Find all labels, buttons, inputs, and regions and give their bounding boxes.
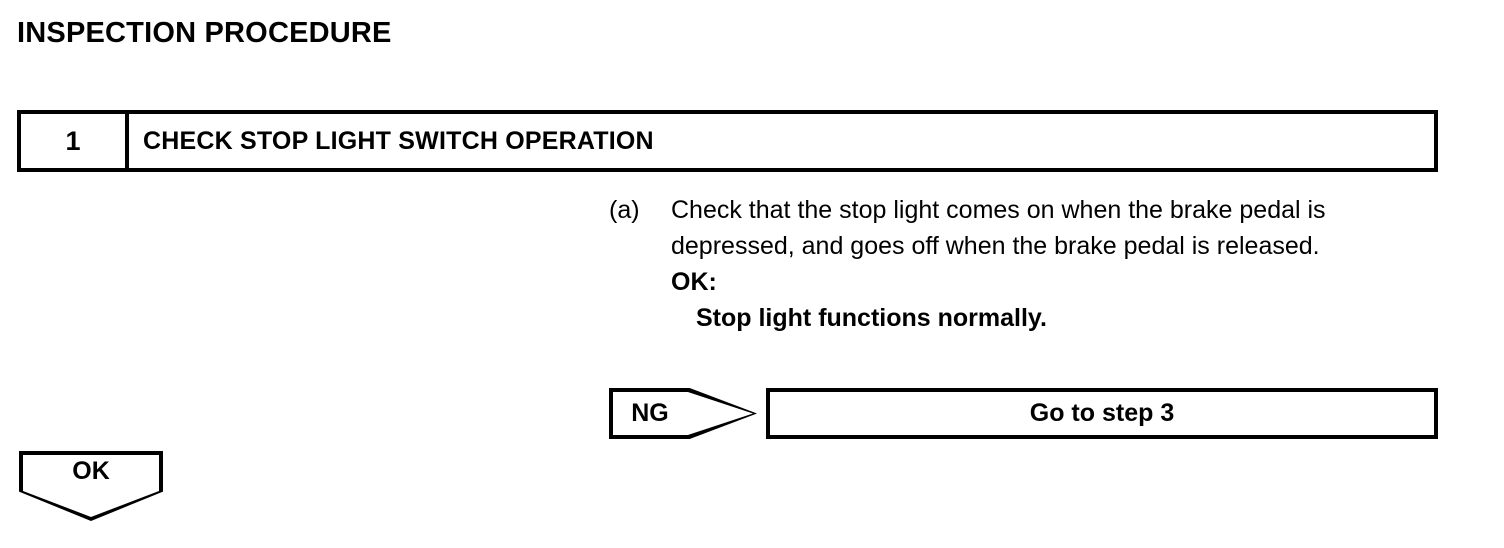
page-title: INSPECTION PROCEDURE	[17, 17, 392, 49]
step-header-box: 1 CHECK STOP LIGHT SWITCH OPERATION	[17, 110, 1438, 172]
step-title: CHECK STOP LIGHT SWITCH OPERATION	[143, 126, 654, 155]
step-number: 1	[21, 114, 129, 168]
procedure-item-text: Check that the stop light comes on when …	[671, 196, 1326, 260]
ng-arrow-label: NG	[631, 399, 669, 427]
procedure-ok-value: Stop light functions normally.	[696, 304, 1047, 332]
ng-result-box[interactable]: Go to step 3	[766, 388, 1438, 439]
ng-branch-row: NG Go to step 3	[609, 388, 1438, 439]
procedure-item-a: (a) Check that the stop light comes on w…	[609, 192, 1449, 336]
ok-down-arrow-label: OK	[72, 457, 110, 485]
procedure-item-marker: (a)	[609, 196, 640, 224]
ok-down-arrow-tag: OK	[19, 451, 163, 521]
procedure-item-content: Check that the stop light comes on when …	[671, 192, 1449, 336]
procedure-body: (a) Check that the stop light comes on w…	[609, 192, 1449, 336]
procedure-ok-label: OK:	[671, 268, 717, 296]
